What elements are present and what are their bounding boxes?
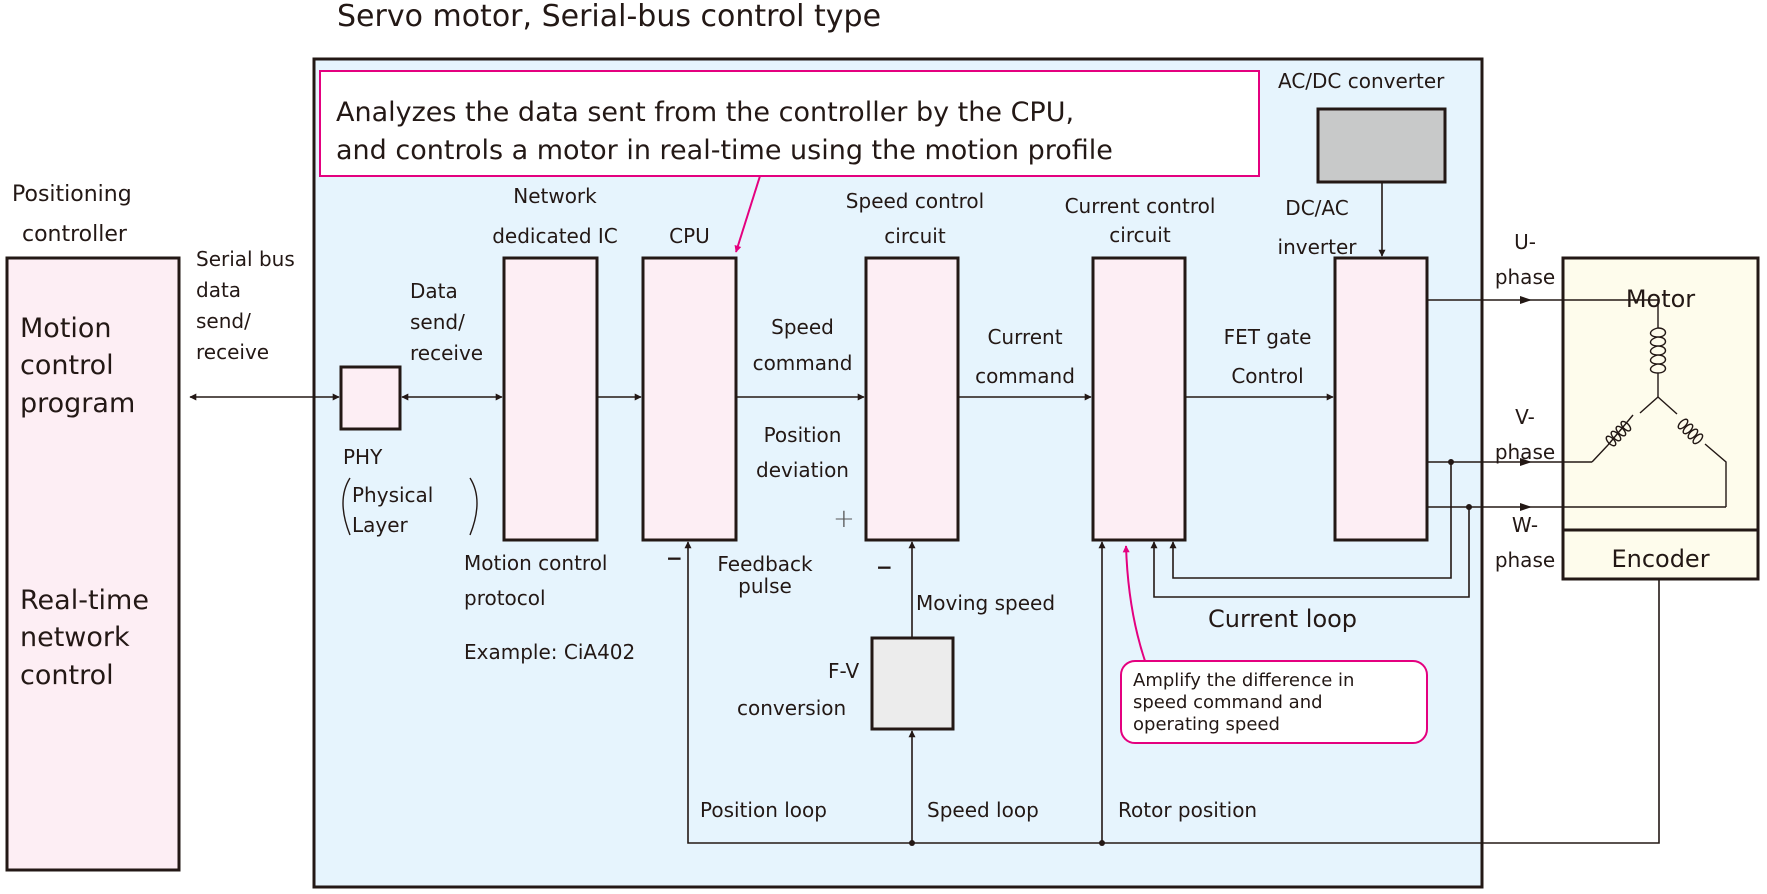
current-control-label-1: Current control: [1064, 194, 1216, 218]
current-command-label-1: Current: [987, 325, 1063, 349]
top-callout-line-2: and controls a motor in real-time using …: [336, 134, 1113, 166]
plus-sign: +: [833, 504, 855, 534]
phy-data-label: Data send/ receive: [410, 276, 483, 369]
network-line-1: Real-time: [20, 585, 149, 616]
network-line-3: control: [20, 659, 114, 691]
phy-box: [339, 365, 402, 431]
current-loop-label: Current loop: [1208, 605, 1358, 633]
speed-control-label-2: circuit: [884, 224, 946, 248]
bottom-callout-text: Amplify the difference in speed command …: [1133, 670, 1354, 736]
motion-control-program-text: Motion control program: [20, 310, 135, 422]
bottom-callout-line-1: Amplify the difference in: [1133, 670, 1355, 691]
network-ic-label-1: Network: [513, 184, 597, 208]
v-phase-label-2: phase: [1494, 440, 1556, 464]
phy-label: PHY: [343, 445, 383, 469]
fet-gate-label-1: FET gate: [1223, 325, 1312, 349]
speed-junction-dot: [909, 840, 915, 846]
w-phase-label-1: W-: [1511, 513, 1539, 537]
u-phase-label-2: phase: [1494, 265, 1556, 289]
fv-box: [870, 636, 955, 731]
cpu-box: [641, 256, 738, 542]
top-callout-pointer: [734, 175, 761, 253]
speed-minus-sign: −: [876, 555, 893, 579]
phy-desc-1: Physical: [352, 483, 434, 507]
current-control-label-2: circuit: [1109, 223, 1171, 247]
serial-bus-line-3: send/: [196, 309, 251, 333]
v-phase-label-1: V-: [1515, 405, 1535, 429]
speed-command-label-1: Speed: [771, 315, 834, 339]
speed-control-label-1: Speed control: [845, 189, 985, 213]
motor-box: [1561, 256, 1760, 581]
protocol-label-2: protocol: [464, 586, 546, 610]
program-line-2: control: [20, 350, 114, 382]
speed-control-box: [864, 256, 960, 542]
top-callout-text: Analyzes the data sent from the controll…: [336, 94, 1113, 170]
speed-command-label-2: command: [752, 351, 853, 375]
top-callout-box: [319, 70, 1260, 177]
phy-data-line-2: send/: [410, 310, 465, 334]
phy-bracket-left: [342, 477, 351, 536]
controller-heading-2: controller: [22, 222, 127, 247]
network-ic-label-2: dedicated IC: [492, 224, 618, 248]
moving-speed-label: Moving speed: [916, 591, 1056, 615]
serial-bus-line-4: receive: [196, 340, 270, 364]
phy-bracket-right: [469, 477, 478, 536]
page-title: Servo motor, Serial-bus control type: [337, 0, 882, 34]
serial-bus-line-2: data: [196, 278, 242, 302]
controller-box: [5, 256, 181, 872]
current-command-label-2: command: [975, 364, 1075, 388]
fet-gate-label-2: Control: [1231, 364, 1304, 388]
program-line-3: program: [20, 387, 136, 419]
bottom-callout-line-3: operating speed: [1133, 713, 1280, 735]
controller-heading-1: Positioning: [12, 182, 132, 207]
current-loop-inner: [1169, 462, 1452, 579]
network-ic-box: [502, 256, 599, 542]
feedback-line-1: Feedback: [717, 552, 813, 576]
protocol-example: Example: CiA402: [464, 640, 636, 664]
bottom-callout-box: [1120, 660, 1428, 744]
inverter-label-2: inverter: [1277, 235, 1357, 259]
fv-label-2: conversion: [737, 696, 847, 720]
cpu-label: CPU: [669, 224, 710, 248]
current-control-box: [1091, 256, 1187, 542]
serial-bus-label: Serial bus data send/ receive: [196, 244, 295, 368]
current-loop-outer: [1150, 507, 1470, 598]
v-phase-arrowhead: [1520, 458, 1532, 466]
position-deviation-label-2: deviation: [756, 458, 849, 482]
position-loop-label: Position loop: [700, 798, 827, 822]
u-phase-arrowhead: [1520, 296, 1532, 304]
motor-winding: [1591, 300, 1727, 507]
inverter-label-1: DC/AC: [1285, 196, 1349, 220]
phy-desc-2: Layer: [352, 513, 408, 537]
encoder-label: Encoder: [1611, 545, 1710, 573]
serial-bus-line-1: Serial bus: [196, 247, 295, 271]
motor-label: Motor: [1625, 285, 1696, 313]
bottom-callout-pointer: [1122, 545, 1146, 662]
realtime-network-control-text: Real-time network control: [20, 582, 149, 694]
speed-loop-label: Speed loop: [927, 798, 1039, 822]
u-phase-label-1: U-: [1514, 230, 1536, 254]
program-line-1: Motion: [20, 313, 112, 344]
w-phase-arrowhead: [1520, 503, 1532, 511]
feedback-pulse-label: Feedback pulse: [700, 553, 830, 597]
top-callout-line-1: Analyzes the data sent from the controll…: [336, 97, 1075, 128]
phy-data-line-1: Data: [410, 279, 458, 303]
w-phase-label-2: phase: [1494, 548, 1556, 572]
encoder-feedback-line: [684, 541, 1660, 844]
rotor-junction-dot: [1099, 840, 1105, 846]
protocol-label-1: Motion control: [464, 551, 608, 575]
fv-label-1: F-V: [828, 659, 860, 683]
bottom-callout-line-2: speed command and: [1133, 691, 1323, 713]
rotor-position-label: Rotor position: [1118, 798, 1258, 822]
network-line-2: network: [20, 622, 130, 654]
feedback-line-2: pulse: [738, 574, 792, 598]
cpu-minus-sign: −: [666, 546, 683, 570]
acdc-label: AC/DC converter: [1278, 69, 1445, 93]
inverter-box: [1333, 256, 1429, 542]
position-deviation-label-1: Position: [763, 423, 842, 447]
phy-data-line-3: receive: [410, 341, 484, 365]
acdc-box: [1316, 107, 1447, 184]
